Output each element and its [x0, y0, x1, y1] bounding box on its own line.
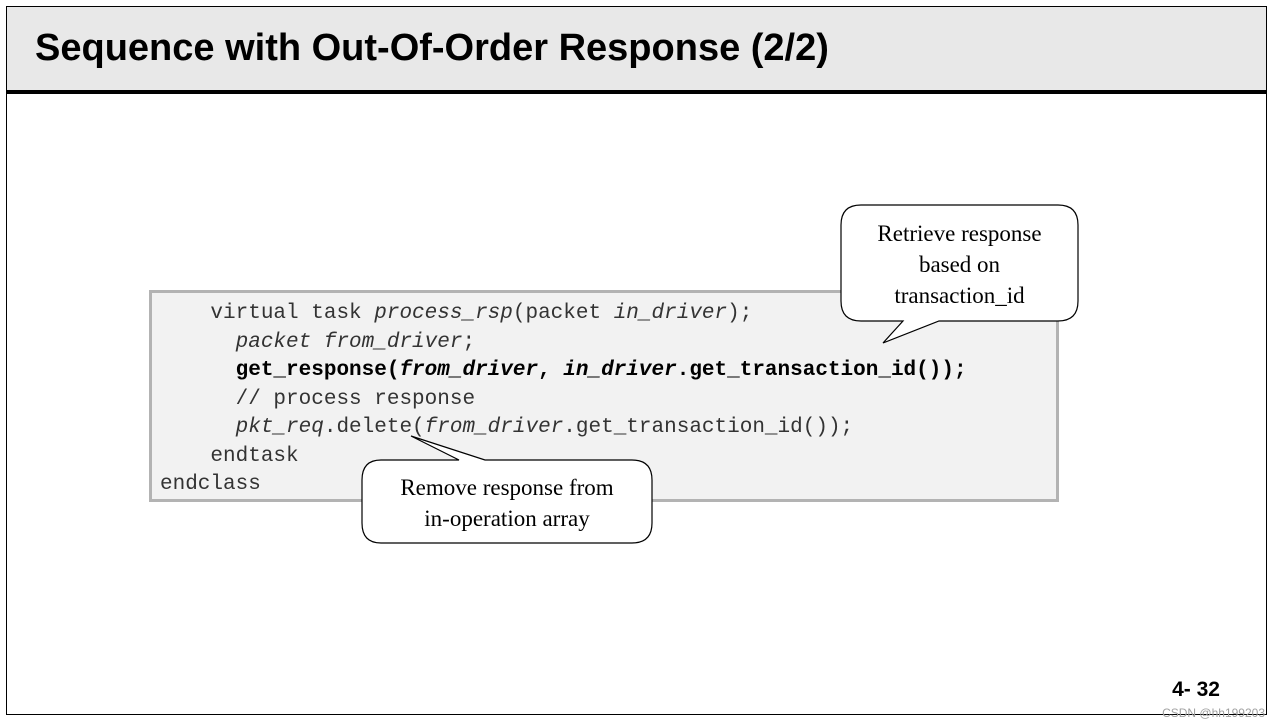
code-declaration: packet from_driver — [235, 331, 463, 354]
callout-retrieve-bubble — [840, 204, 1079, 344]
code-text: .get_transaction_id()); — [676, 359, 967, 382]
code-arg: in_driver — [613, 302, 728, 325]
code-keyword: virtual task — [210, 302, 375, 325]
callout-remove-line: in-operation array — [424, 506, 590, 531]
code-text: ; — [462, 331, 476, 354]
callout-remove-bubble — [361, 435, 653, 544]
code-line-7: endclass — [160, 471, 261, 499]
page-number: 4- 32 — [1172, 678, 1220, 701]
callout-retrieve-line: based on — [918, 252, 1001, 277]
code-line-3: get_response(from_driver, in_driver.get_… — [160, 357, 967, 385]
code-text: (packet — [512, 302, 614, 325]
slide: Sequence with Out-Of-Order Response (2/2… — [6, 6, 1267, 715]
callout-remove-line: Remove response from — [400, 475, 614, 500]
code-keyword: endclass — [160, 473, 261, 496]
code-call: get_response( — [235, 359, 400, 382]
code-text: .delete( — [323, 416, 425, 439]
callout-retrieve: Retrieve response based on transaction_i… — [841, 218, 1078, 311]
code-line-1: virtual task process_rsp(packet in_drive… — [160, 300, 752, 328]
callout-retrieve-line: transaction_id — [894, 283, 1025, 308]
code-text: .get_transaction_id()); — [563, 416, 854, 439]
code-task-name: process_rsp — [374, 302, 513, 325]
callout-retrieve-line: Retrieve response — [877, 221, 1042, 246]
code-line-5: pkt_req.delete(from_driver.get_transacti… — [160, 414, 854, 442]
callout-shapes — [361, 204, 1079, 544]
code-arg: in_driver — [563, 359, 677, 382]
code-comment: // process response — [235, 388, 476, 411]
code-var: pkt_req — [235, 416, 324, 439]
slide-title: Sequence with Out-Of-Order Response (2/2… — [35, 27, 829, 69]
code-text: ); — [727, 302, 753, 325]
title-bar: Sequence with Out-Of-Order Response (2/2… — [7, 7, 1266, 94]
watermark: CSDN @hh199203 — [1162, 706, 1265, 720]
code-line-4: // process response — [160, 386, 475, 414]
code-arg: from_driver — [399, 359, 539, 382]
code-line-6: endtask — [160, 443, 299, 471]
code-line-2: packet from_driver; — [160, 329, 475, 357]
code-text: , — [538, 359, 564, 382]
code-keyword: endtask — [210, 445, 299, 468]
callout-remove: Remove response from in-operation array — [362, 472, 652, 534]
code-arg: from_driver — [424, 416, 564, 439]
